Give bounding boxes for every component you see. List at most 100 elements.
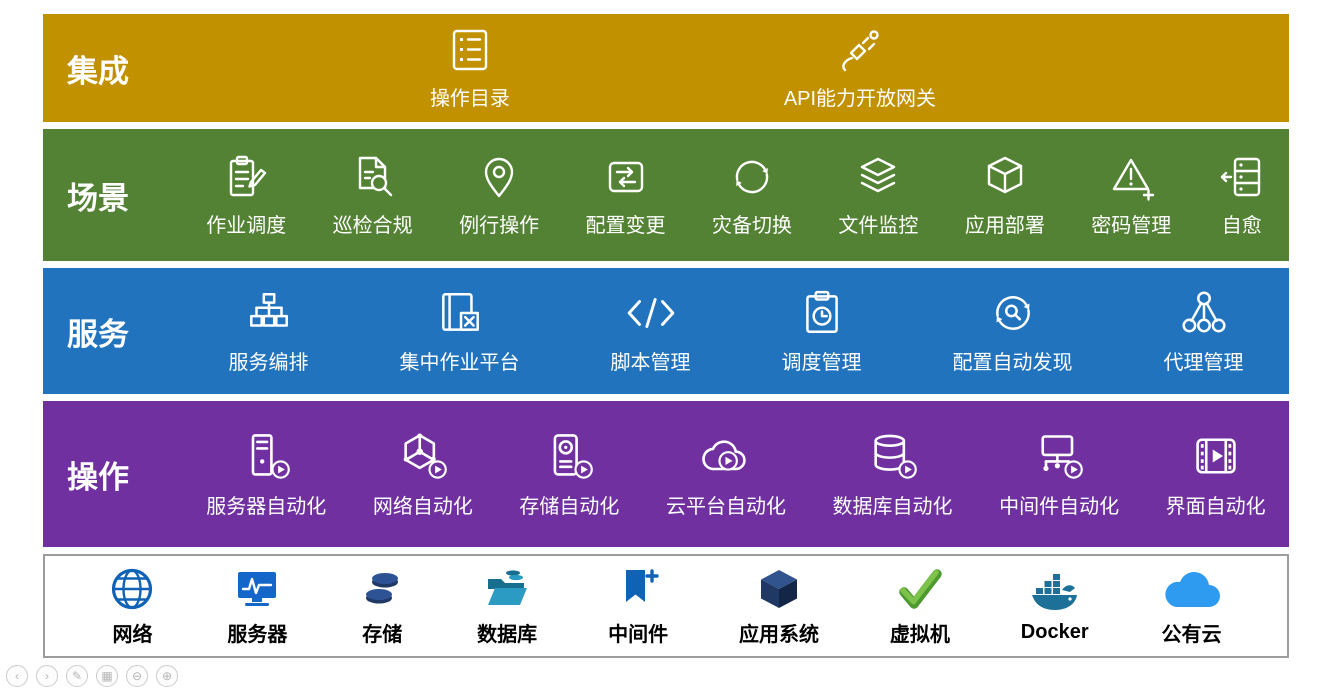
item-label: 脚本管理 xyxy=(610,351,691,374)
routine-ops-icon xyxy=(475,153,523,201)
band-service-label: 服务 xyxy=(67,316,129,352)
item-server-automation: 服务器自动化 xyxy=(206,430,326,519)
vm-check-icon xyxy=(896,565,944,613)
item-label: 界面自动化 xyxy=(1165,495,1266,518)
item-label: 例行操作 xyxy=(459,214,540,237)
server-automation-icon xyxy=(240,430,292,482)
item-database-resource: 数据库 xyxy=(477,565,537,647)
server-monitor-icon xyxy=(233,565,281,613)
item-api-gateway: API能力开放网关 xyxy=(784,26,936,111)
band-integration: 集成 操作目录 API能力开放网关 xyxy=(43,14,1289,122)
item-label: 存储自动化 xyxy=(519,495,620,518)
item-label: 调度管理 xyxy=(781,351,862,374)
zoom-in-icon[interactable]: ⊕ xyxy=(156,665,178,687)
item-vm-resource: 虚拟机 xyxy=(890,565,950,647)
inspection-icon xyxy=(349,153,397,201)
item-dr-switch: 灾备切换 xyxy=(712,153,792,238)
item-self-heal: 自愈 xyxy=(1218,153,1266,238)
middleware-automation-icon xyxy=(1033,430,1085,482)
orchestration-icon xyxy=(244,288,294,338)
item-config-change: 配置变更 xyxy=(586,153,666,238)
item-label: 公有云 xyxy=(1161,624,1222,646)
item-label: 云平台自动化 xyxy=(665,495,786,518)
config-change-icon xyxy=(602,153,650,201)
item-job-scheduling: 作业调度 xyxy=(206,153,286,238)
item-storage-automation: 存储自动化 xyxy=(519,430,619,519)
item-label: 自愈 xyxy=(1221,214,1262,237)
dr-switch-icon xyxy=(728,153,776,201)
item-file-monitor: 文件监控 xyxy=(838,153,918,238)
item-label: 应用系统 xyxy=(738,624,819,646)
item-label: 虚拟机 xyxy=(889,624,950,646)
item-storage-resource: 存储 xyxy=(358,565,406,647)
item-label: 代理管理 xyxy=(1163,351,1244,374)
self-heal-icon xyxy=(1218,153,1266,201)
item-app-system-resource: 应用系统 xyxy=(739,565,819,647)
job-scheduling-icon xyxy=(222,153,270,201)
band-resources: 网络 服务器 存储 数据库 中间件 应用系统 xyxy=(43,554,1289,658)
item-label: Docker xyxy=(1020,621,1089,643)
file-monitor-icon xyxy=(854,153,902,201)
band-scenario-label: 场景 xyxy=(67,180,129,216)
ui-automation-icon xyxy=(1190,430,1242,482)
band-service-items: 服务编排 集中作业平台 脚本管理 调度管理 配置自动发现 代理管理 xyxy=(183,288,1289,375)
item-label: 应用部署 xyxy=(964,214,1045,237)
band-service: 服务 服务编排 集中作业平台 脚本管理 调度管理 配置自动发现 xyxy=(43,268,1289,394)
item-label: 存储 xyxy=(362,624,403,646)
storage-disks-icon xyxy=(358,565,406,613)
app-cube-icon xyxy=(755,565,803,613)
band-resources-items: 网络 服务器 存储 数据库 中间件 应用系统 xyxy=(45,565,1287,647)
agent-mgmt-icon xyxy=(1179,288,1229,338)
script-mgmt-icon xyxy=(626,288,676,338)
item-label: 中间件自动化 xyxy=(999,495,1120,518)
docker-icon xyxy=(1029,568,1081,616)
network-automation-icon xyxy=(397,430,449,482)
item-label: 服务器 xyxy=(227,624,288,646)
band-integration-label: 集成 xyxy=(67,53,129,89)
middleware-flag-icon xyxy=(614,565,662,613)
next-slide-icon[interactable]: › xyxy=(36,665,58,687)
prev-slide-icon[interactable]: ‹ xyxy=(6,665,28,687)
storage-automation-icon xyxy=(543,430,595,482)
item-public-cloud-resource: 公有云 xyxy=(1160,565,1224,647)
item-operation-catalog: 操作目录 xyxy=(430,26,510,111)
api-gateway-icon xyxy=(836,26,884,74)
item-label: 文件监控 xyxy=(838,214,919,237)
zoom-out-icon[interactable]: ⊖ xyxy=(126,665,148,687)
database-folder-icon xyxy=(483,565,531,613)
item-label: 网络 xyxy=(112,624,153,646)
schedule-mgmt-icon xyxy=(797,288,847,338)
item-label: 操作目录 xyxy=(429,87,510,110)
item-script-mgmt: 脚本管理 xyxy=(611,288,691,375)
item-schedule-mgmt: 调度管理 xyxy=(782,288,862,375)
public-cloud-icon xyxy=(1160,565,1224,613)
item-server-resource: 服务器 xyxy=(227,565,287,647)
item-middleware-resource: 中间件 xyxy=(608,565,668,647)
pen-icon[interactable]: ✎ xyxy=(66,665,88,687)
item-docker-resource: Docker xyxy=(1021,568,1089,644)
band-operation-items: 服务器自动化 网络自动化 存储自动化 云平台自动化 数据库自动化 中间件自动化 xyxy=(183,430,1289,519)
architecture-diagram: 集成 操作目录 API能力开放网关 场景 作业调度 巡检合规 xyxy=(43,14,1289,658)
viewer-toolbar: ‹ › ✎ ▦ ⊖ ⊕ xyxy=(6,665,178,687)
item-middleware-automation: 中间件自动化 xyxy=(999,430,1119,519)
band-integration-items: 操作目录 API能力开放网关 xyxy=(293,26,1073,111)
band-operation-label: 操作 xyxy=(67,459,129,495)
globe-icon xyxy=(108,565,156,613)
item-network-resource: 网络 xyxy=(108,565,156,647)
item-orchestration: 服务编排 xyxy=(229,288,309,375)
item-label: 密码管理 xyxy=(1091,214,1172,237)
slide-grid-icon[interactable]: ▦ xyxy=(96,665,118,687)
item-label: 集中作业平台 xyxy=(399,351,520,374)
app-deploy-icon xyxy=(981,153,1029,201)
item-network-automation: 网络自动化 xyxy=(373,430,473,519)
item-auto-discovery: 配置自动发现 xyxy=(953,288,1073,375)
item-agent-mgmt: 代理管理 xyxy=(1164,288,1244,375)
item-label: 网络自动化 xyxy=(372,495,473,518)
database-automation-icon xyxy=(867,430,919,482)
item-database-automation: 数据库自动化 xyxy=(833,430,953,519)
job-platform-icon xyxy=(435,288,485,338)
item-label: 数据库 xyxy=(477,624,538,646)
item-password-mgmt: 密码管理 xyxy=(1091,153,1171,238)
band-scenario: 场景 作业调度 巡检合规 例行操作 配置变更 灾备切换 xyxy=(43,129,1289,261)
item-cloud-automation: 云平台自动化 xyxy=(666,430,786,519)
